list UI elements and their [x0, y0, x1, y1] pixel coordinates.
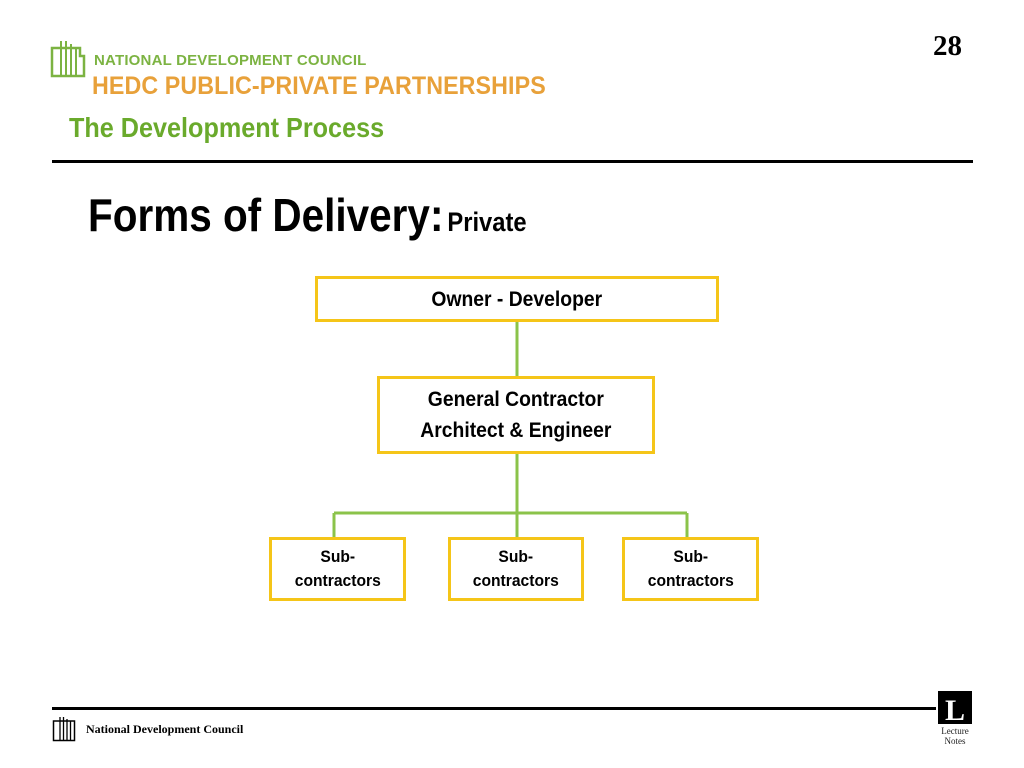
slide-heading-main: Forms of Delivery: — [88, 189, 444, 241]
footer-organization: National Development Council — [86, 722, 244, 736]
svg-text:L: L — [945, 694, 965, 727]
node-gc-line2: Architect & Engineer — [420, 419, 612, 442]
node-owner-label: Owner - Developer — [431, 287, 603, 311]
organization-name: NATIONAL DEVELOPMENT COUNCIL — [94, 52, 367, 69]
node-owner-developer: Owner - Developer — [315, 276, 719, 322]
node-sub-line1: Sub- — [320, 547, 355, 566]
node-gc-line1: General Contractor — [427, 388, 605, 411]
node-sub-line2: contractors — [647, 571, 734, 590]
node-sub-line2: contractors — [294, 571, 381, 590]
node-subcontractors-2: Sub- contractors — [448, 537, 584, 601]
node-sub-line1: Sub- — [498, 547, 534, 566]
node-subcontractors-3: Sub- contractors — [622, 537, 759, 601]
node-sub-line2: contractors — [472, 571, 560, 590]
svg-text:Notes: Notes — [945, 736, 966, 746]
ndc-building-icon — [50, 41, 86, 78]
footer-divider — [52, 707, 936, 710]
node-sub-line1: Sub- — [673, 547, 708, 566]
page-number: 28 — [933, 30, 962, 62]
lecture-notes-logo: L Lecture Notes — [938, 691, 972, 746]
node-general-contractor: General Contractor Architect & Engineer — [377, 376, 655, 454]
section-title: The Development Process — [69, 112, 385, 143]
ndc-building-icon — [52, 717, 76, 742]
header-divider — [52, 160, 973, 163]
svg-text:Lecture: Lecture — [941, 726, 968, 736]
slide-heading-sub: Private — [447, 207, 527, 237]
slide-heading: Forms of Delivery: Private — [88, 188, 527, 242]
node-subcontractors-1: Sub- contractors — [269, 537, 406, 601]
program-name: HEDC PUBLIC-PRIVATE PARTNERSHIPS — [92, 72, 546, 100]
